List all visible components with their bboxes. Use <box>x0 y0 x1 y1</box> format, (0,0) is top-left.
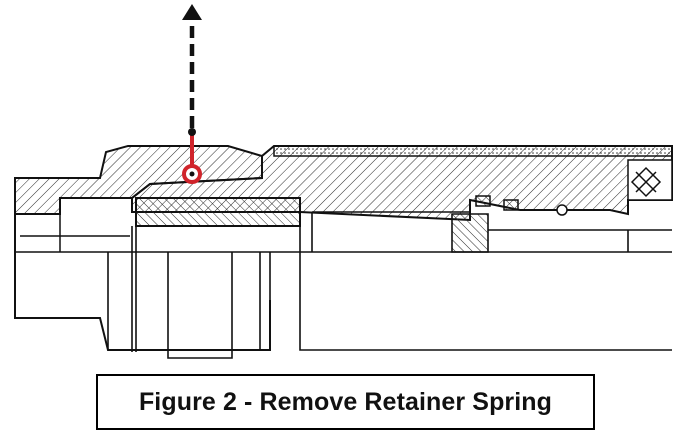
lower-ring-outline <box>107 226 271 359</box>
plug-hatch-section <box>451 213 489 253</box>
plug-outline <box>299 211 672 351</box>
figure-caption-box: Figure 2 - Remove Retainer Spring <box>96 374 595 430</box>
arrow-head <box>182 4 202 20</box>
valve-ball-icon <box>630 166 662 198</box>
inner-sleeve-section <box>135 197 301 227</box>
valve-housing <box>627 159 673 201</box>
o-ring <box>556 204 568 216</box>
retainer-spring-pin <box>189 171 195 177</box>
retainer-spring-tip <box>188 128 196 136</box>
figure-caption: Figure 2 - Remove Retainer Spring <box>138 387 553 416</box>
valve-cross-b <box>635 171 657 193</box>
seal-ring-left <box>475 195 491 207</box>
seal-ring-right <box>503 199 519 211</box>
knurled-sleeve <box>273 145 673 157</box>
